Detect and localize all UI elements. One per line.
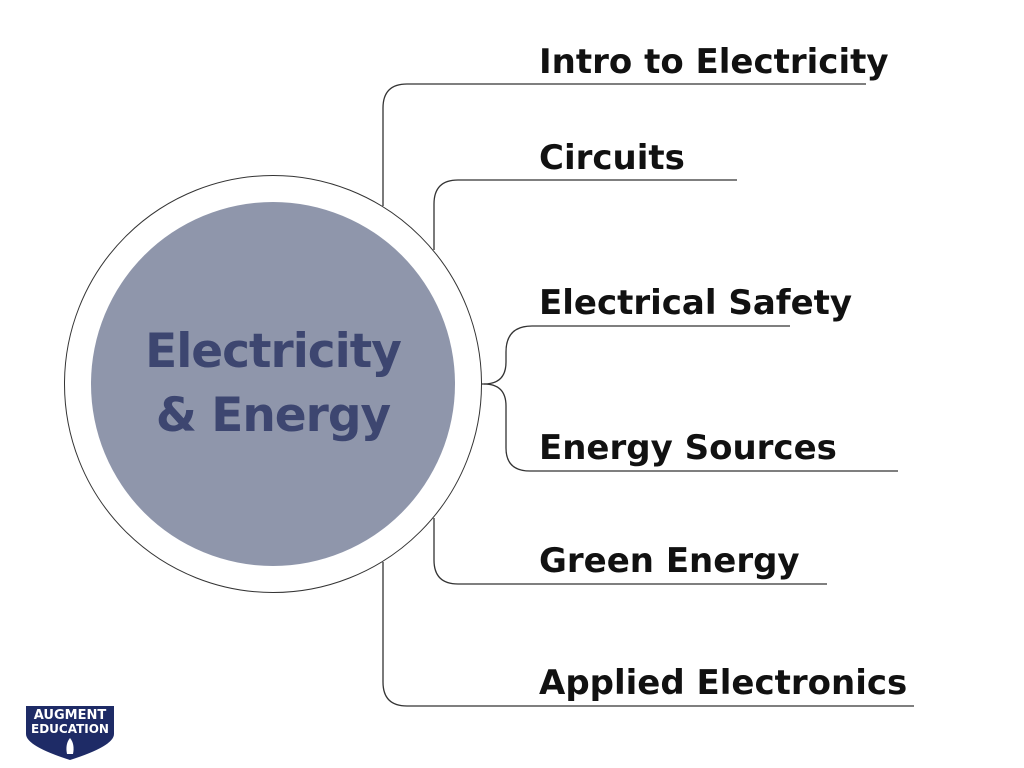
connector-green-energy xyxy=(433,518,827,585)
central-topic-disc: Electricity & Energy xyxy=(91,202,455,566)
topic-label-circuits: Circuits xyxy=(539,138,685,178)
connector-energy-sources xyxy=(483,383,898,472)
logo-shield-icon xyxy=(26,706,114,760)
central-topic-line-1: Electricity xyxy=(145,324,402,379)
topic-label-applied-electronics: Applied Electronics xyxy=(539,663,908,703)
connector-applied-electronics xyxy=(382,562,914,707)
topic-label-electrical-safety: Electrical Safety xyxy=(539,283,853,323)
logo-text-line-1: AUGMENT xyxy=(34,708,107,723)
rocket-icon xyxy=(66,738,74,754)
logo-text-line-2: EDUCATION xyxy=(31,722,109,736)
central-topic-line-2: & Energy xyxy=(155,388,391,443)
topic-label-green-energy: Green Energy xyxy=(539,541,800,581)
topic-label-intro-to-electricity: Intro to Electricity xyxy=(539,42,889,82)
augment-education-logo: AUGMENT EDUCATION xyxy=(26,706,114,760)
connector-circuits xyxy=(433,179,737,250)
connector-electrical-safety xyxy=(480,325,790,385)
connector-intro-to-electricity xyxy=(382,83,866,206)
topic-label-energy-sources: Energy Sources xyxy=(539,428,837,468)
